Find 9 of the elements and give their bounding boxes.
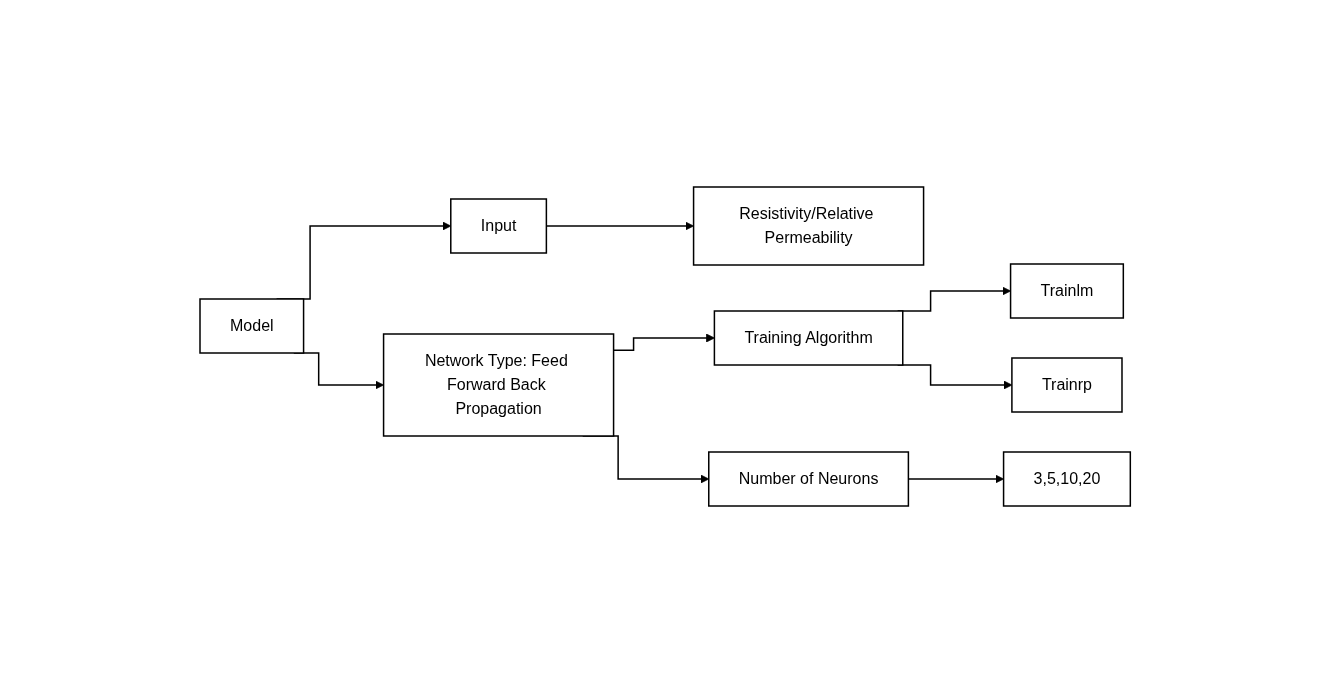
node-box: Resistivity/Relative Permeability — [692, 185, 925, 266]
node-box: Network Type: Feed Forward Back Propagation — [382, 332, 615, 437]
node-box: Model — [199, 297, 305, 354]
node-box: Trainlm — [1009, 262, 1124, 319]
node-box: Trainrp — [1011, 356, 1123, 413]
node-box: Input — [449, 197, 547, 254]
node-box: Training Algorithm — [713, 309, 904, 366]
node-box: 3,5,10,20 — [1002, 450, 1131, 507]
node-box: Number of Neurons — [707, 450, 909, 507]
